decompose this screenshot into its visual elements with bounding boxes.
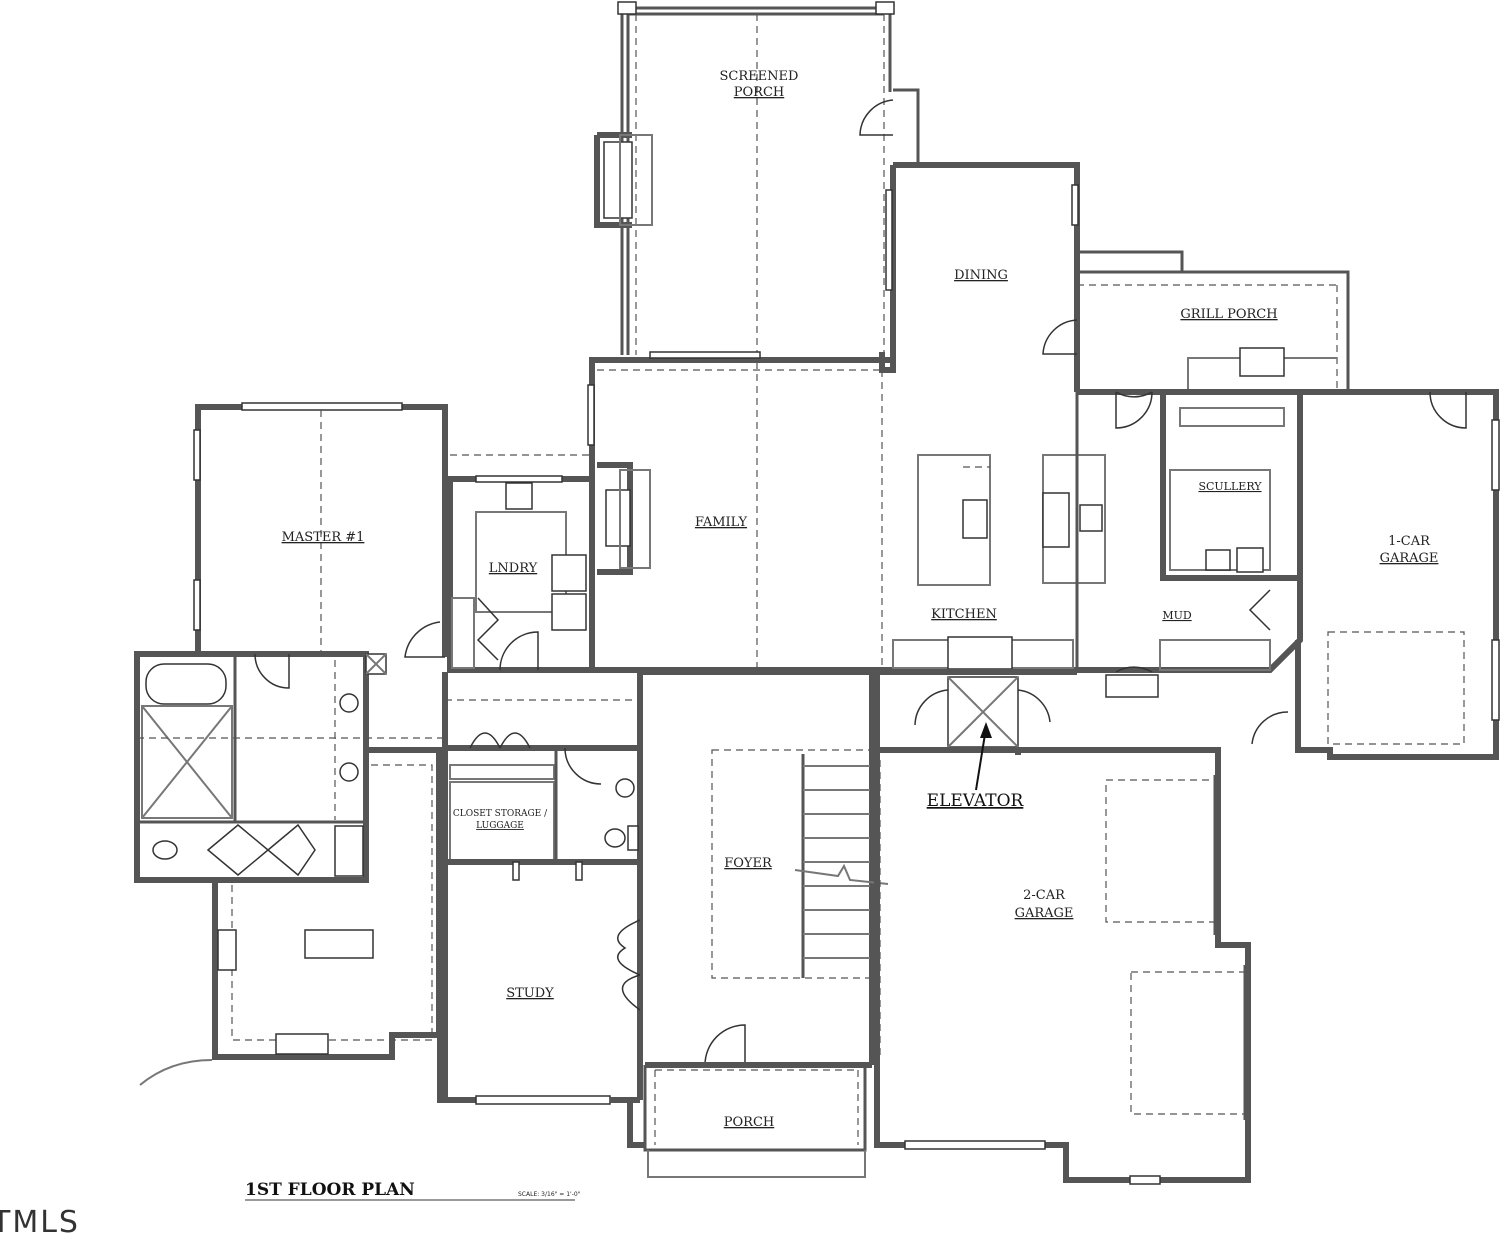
label-dining: DINING [954,268,1008,283]
master-closet-walls [139,747,442,1086]
label-mud: MUD [1162,609,1192,622]
label-master: MASTER #1 [282,530,365,545]
scullery-mud-walls [1077,389,1303,698]
label-scullery: SCULLERY [1198,480,1262,493]
kitchen-fixtures [892,392,1106,672]
label-screened-porch-2: PORCH [734,85,784,100]
label-foyer: FOYER [724,856,773,871]
family-walls [587,351,1077,673]
label-study: STUDY [506,986,554,1001]
label-kitchen: KITCHEN [931,607,997,622]
stair-treads [803,765,870,959]
grill-porch [1077,250,1350,392]
label-grill-porch: GRILL PORCH [1180,307,1277,322]
porch-walls [643,1065,867,1178]
label-two-car-garage-2: GARAGE [1015,906,1074,921]
plan-title: 1ST FLOOR PLAN [245,1180,415,1200]
hall-walls [442,672,643,1103]
label-two-car-garage-1: 2-CAR [1023,888,1066,903]
plan-scale: SCALE: 3/16" = 1'-0" [518,1191,581,1198]
two-car-garage-walls [874,747,1251,1185]
label-one-car-garage-1: 1-CAR [1388,534,1431,549]
label-elevator: ELEVATOR [927,791,1025,811]
master-bath-walls [134,651,445,883]
label-screened-porch-1: SCREENED [720,69,799,84]
watermark: TMLS [0,1205,80,1234]
foyer-walls [640,669,889,1068]
elevator-walls [874,669,1077,755]
elevator-arrow [975,722,992,791]
label-porch: PORCH [724,1115,774,1130]
label-family: FAMILY [695,515,748,530]
label-closet-1: CLOSET STORAGE / [453,809,548,819]
screened-porch-walls [594,1,895,670]
one-car-garage-walls [1251,389,1500,760]
dining-walls [859,88,1080,392]
label-laundry: LNDRY [489,561,538,576]
master-walls [193,402,448,658]
study-walls [437,861,645,1148]
label-closet-2: LUGGAGE [476,821,524,831]
label-one-car-garage-2: GARAGE [1380,551,1439,566]
